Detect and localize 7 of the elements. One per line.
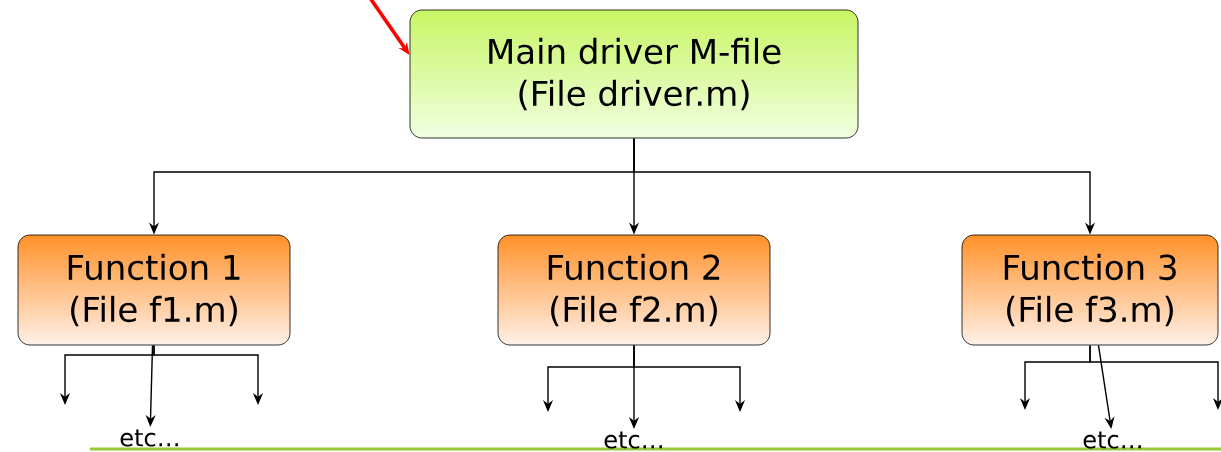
driver-box: Main driver M-file (File driver.m) xyxy=(409,9,859,139)
function-box: Function 3 (File f3.m) xyxy=(961,234,1219,346)
function-box: Function 1 (File f1.m) xyxy=(17,234,291,346)
etc-text: etc… xyxy=(604,431,662,449)
function-box: Function 2 (File f2.m) xyxy=(497,234,771,346)
etc-text: etc… xyxy=(120,429,178,447)
etc-text: etc… xyxy=(1083,431,1141,449)
